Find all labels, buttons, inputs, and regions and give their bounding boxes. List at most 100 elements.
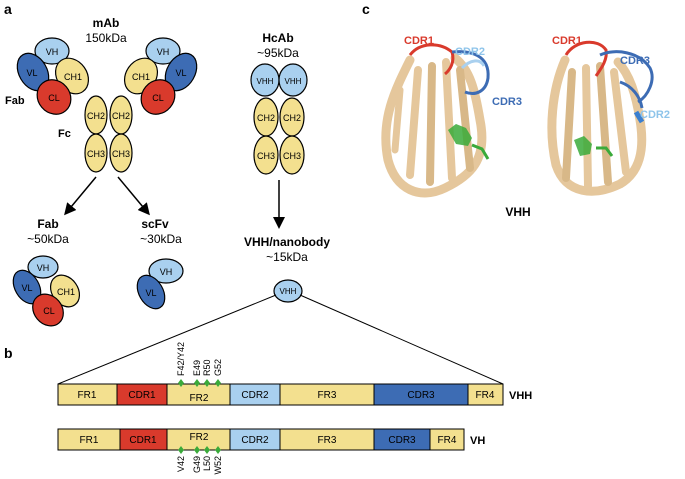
vhh-residue-marker (194, 379, 200, 387)
scfv-title: scFv (141, 217, 169, 231)
vhh-residue-label: F42/Y42 (176, 342, 186, 376)
vh-sequence-bar: FR1 CDR1 FR2 CDR2 FR3 CDR3 FR4 VH V42 G4… (57, 428, 485, 475)
svg-text:CH2: CH2 (87, 111, 105, 121)
svg-text:FR2: FR2 (190, 393, 209, 404)
svg-text:CDR1: CDR1 (129, 435, 157, 446)
zoom-line-left (57, 294, 277, 385)
fab-diagram: Fab ~50kDa VH VL CH1 CL (12, 217, 81, 327)
svg-text:VL: VL (26, 68, 37, 78)
nanobody-title: VHH/nanobody (244, 235, 330, 249)
vh-residue-label: W52 (213, 456, 223, 475)
hcab-diagram: HcAb ~95kDa VHH VHH CH2 CH2 CH3 CH3 (250, 31, 308, 175)
fab-mass: ~50kDa (27, 232, 69, 246)
arrow-to-fab (64, 176, 97, 216)
scfv-diagram: scFv ~30kDa VH VL (136, 217, 184, 310)
svg-text:CH1: CH1 (132, 72, 150, 82)
vhh-sequence-bar: FR1 CDR1 FR2 CDR2 FR3 CDR3 FR4 VHH F42/Y… (57, 342, 532, 406)
svg-text:CL: CL (48, 93, 60, 103)
mab-cl-left (36, 79, 72, 115)
vhh-bar-name: VHH (509, 390, 532, 402)
mab-ch3-right (109, 133, 133, 173)
vh-residue-marker (194, 446, 200, 454)
cdr1-label-right: CDR1 (552, 35, 582, 47)
vhh-residue-marker (178, 379, 184, 387)
nanobody-vhh (273, 279, 303, 303)
cdr3-label-left: CDR3 (492, 96, 522, 108)
svg-text:CH2: CH2 (283, 113, 301, 123)
hcab-mass: ~95kDa (257, 46, 299, 60)
svg-text:VH: VH (157, 47, 170, 57)
vh-residue-marker (204, 446, 210, 454)
cdr2-label-left: CDR2 (455, 46, 485, 58)
svg-text:CDR3: CDR3 (407, 390, 435, 401)
svg-text:FR4: FR4 (438, 435, 457, 446)
cdr3-label-right: CDR3 (620, 55, 650, 67)
vhh-residue-marker (215, 379, 221, 387)
panel-label-c: c (362, 1, 370, 17)
svg-text:VH: VH (160, 267, 173, 277)
fab-region-label: Fab (5, 95, 25, 107)
svg-text:CDR2: CDR2 (241, 435, 269, 446)
vh-residue-label: L50 (202, 456, 212, 471)
svg-text:CH3: CH3 (112, 149, 130, 159)
svg-text:CL: CL (43, 306, 55, 316)
fab-title: Fab (37, 217, 58, 231)
svg-text:VL: VL (21, 283, 32, 293)
cdr2-label-right: CDR2 (640, 109, 670, 121)
svg-text:FR2: FR2 (190, 432, 209, 443)
svg-text:CH2: CH2 (112, 111, 130, 121)
scfv-mass: ~30kDa (140, 232, 182, 246)
fc-region-label: Fc (58, 128, 71, 140)
nanobody-diagram: VHH/nanobody ~15kDa VHH (244, 235, 330, 303)
vhh-residue-marker (204, 379, 210, 387)
hcab-title: HcAb (262, 31, 293, 45)
vh-residue-label: G49 (192, 456, 202, 473)
vhh-residue-label: R50 (202, 359, 212, 376)
vh-residue-marker (215, 446, 221, 454)
svg-text:VH: VH (37, 263, 50, 273)
svg-text:VL: VL (175, 68, 186, 78)
svg-text:VL: VL (145, 288, 156, 298)
structure-right: CDR1 CDR3 CDR2 (547, 35, 670, 196)
svg-text:CH3: CH3 (283, 151, 301, 161)
svg-text:CDR1: CDR1 (128, 390, 156, 401)
svg-text:CDR3: CDR3 (388, 435, 416, 446)
vhh-residue-label: E49 (192, 360, 202, 376)
mab-vh-right (145, 37, 181, 65)
svg-text:CH2: CH2 (257, 113, 275, 123)
svg-text:FR4: FR4 (476, 390, 495, 401)
svg-text:FR3: FR3 (318, 435, 337, 446)
svg-text:CH3: CH3 (257, 151, 275, 161)
vh-bar-name: VH (470, 435, 485, 447)
vh-residue-marker (178, 446, 184, 454)
mab-title: mAb (93, 16, 120, 30)
mab-cl-right (140, 79, 176, 115)
zoom-line-right (299, 294, 504, 385)
vhh-seg-fr4 (467, 383, 504, 406)
svg-text:VHH: VHH (285, 77, 302, 86)
svg-text:CDR2: CDR2 (241, 390, 269, 401)
panel-label-b: b (4, 345, 13, 361)
cdr1-label-left: CDR1 (404, 35, 434, 47)
svg-text:FR1: FR1 (78, 390, 97, 401)
structure-caption: VHH (505, 205, 530, 219)
svg-text:FR3: FR3 (318, 390, 337, 401)
svg-text:VH: VH (46, 47, 59, 57)
hcab-ch3-right (279, 135, 305, 175)
vh-seg-fr4 (429, 428, 465, 451)
structure-left: CDR1 CDR2 CDR3 (381, 35, 522, 198)
hcab-ch3-left (253, 135, 279, 175)
mab-diagram: mAb 150kDa VH VL CH1 CL Fab VH VL CH1 CL… (5, 16, 198, 173)
svg-text:CL: CL (152, 93, 164, 103)
svg-text:CH1: CH1 (64, 72, 82, 82)
mab-ch3-left (84, 133, 108, 173)
mab-vh-left (34, 37, 70, 65)
hcab-vhh-right (278, 63, 308, 97)
mab-mass: 150kDa (85, 31, 127, 45)
svg-text:CH1: CH1 (57, 287, 75, 297)
vh-residue-label: V42 (176, 456, 186, 472)
svg-text:VHH: VHH (280, 287, 297, 296)
panel-label-a: a (4, 1, 12, 17)
nanobody-mass: ~15kDa (266, 250, 308, 264)
